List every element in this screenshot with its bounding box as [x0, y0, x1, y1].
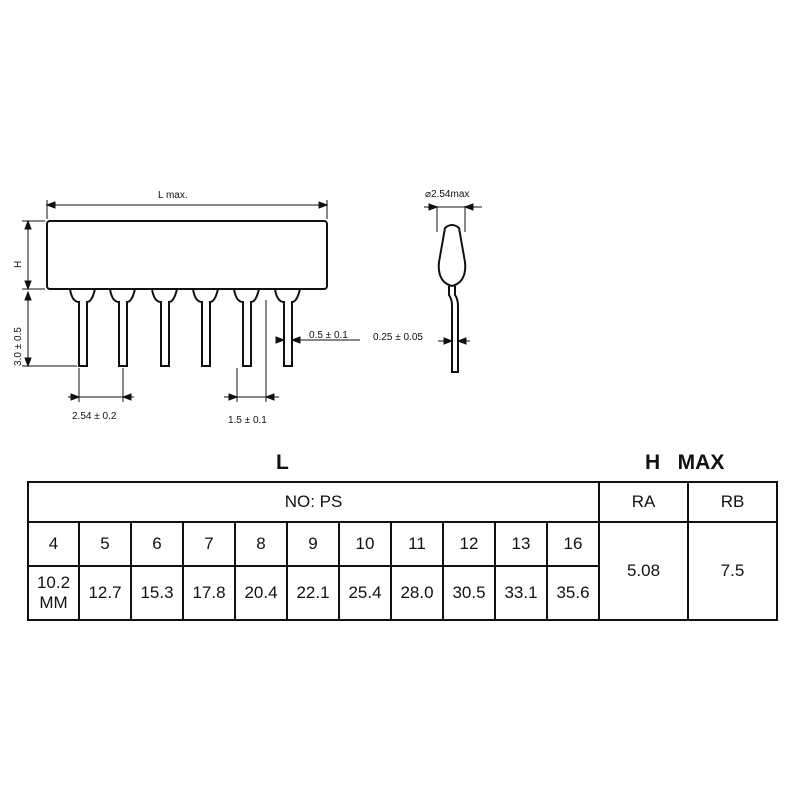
pin-count-cell: 10 [338, 521, 392, 567]
l-header: L [276, 451, 289, 474]
dimension-table: NO: PS RA RB 4 5 6 7 8 9 10 11 12 13 16 … [27, 481, 778, 621]
length-cell: 35.6 [546, 565, 600, 621]
pin-count-cell: 7 [182, 521, 236, 567]
h-label: H [13, 261, 24, 268]
length-cell: 30.5 [442, 565, 496, 621]
length-cell: 25.4 [338, 565, 392, 621]
pin-count-cell: 5 [78, 521, 132, 567]
body-thickness-label: ⌀2.54max [425, 189, 469, 200]
pin-count-cell: 11 [390, 521, 444, 567]
pin-count-cell: 6 [130, 521, 184, 567]
pitch-label: 2.54 ± 0.2 [72, 411, 117, 422]
rb-label: RB [687, 481, 778, 523]
length-cell: 15.3 [130, 565, 184, 621]
pin-count-cell: 8 [234, 521, 288, 567]
l-max-label: L max. [158, 190, 188, 201]
lead-width-label: 0.5 ± 0.1 [309, 330, 348, 341]
h-max-header: H MAX [645, 451, 725, 474]
no-ps-label: NO: PS [27, 481, 600, 523]
side-view [437, 224, 467, 373]
pin-count-cell: 12 [442, 521, 496, 567]
length-cell: 12.7 [78, 565, 132, 621]
pin-count-cell: 9 [286, 521, 340, 567]
ra-label: RA [598, 481, 689, 523]
pin-count-row: 4 5 6 7 8 9 10 11 12 13 16 5.08 7.5 [27, 521, 778, 621]
resistor-network-drawing: L max. H 3.0 ± 0.5 2.54 ± 0.2 1.5 ± 0.1 [13, 189, 482, 426]
length-cell: 20.4 [234, 565, 288, 621]
ra-value: 5.08 [598, 521, 689, 621]
sip-leads [69, 288, 301, 367]
length-cell-first: 10.2 MM [27, 565, 80, 621]
first-length-value: 10.2 [36, 573, 71, 592]
length-row: 10.2 MM 12.7 15.3 17.8 20.4 22.1 25.4 28… [27, 565, 777, 621]
pin-count-cell: 16 [546, 521, 600, 567]
pin-count-cell: 13 [494, 521, 548, 567]
lead-thickness-label: 0.25 ± 0.05 [373, 332, 423, 343]
rb-value: 7.5 [687, 521, 778, 621]
length-cell: 33.1 [494, 565, 548, 621]
length-cell: 28.0 [390, 565, 444, 621]
shoulder-label: 1.5 ± 0.1 [228, 415, 267, 426]
length-cell: 17.8 [182, 565, 236, 621]
pin-count-cell: 4 [27, 521, 80, 567]
table-header-row: NO: PS RA RB [27, 481, 778, 523]
length-cell: 22.1 [286, 565, 340, 621]
sip-body [46, 220, 328, 290]
first-length-unit: MM [39, 593, 68, 612]
lead-length-label: 3.0 ± 0.5 [13, 327, 24, 366]
